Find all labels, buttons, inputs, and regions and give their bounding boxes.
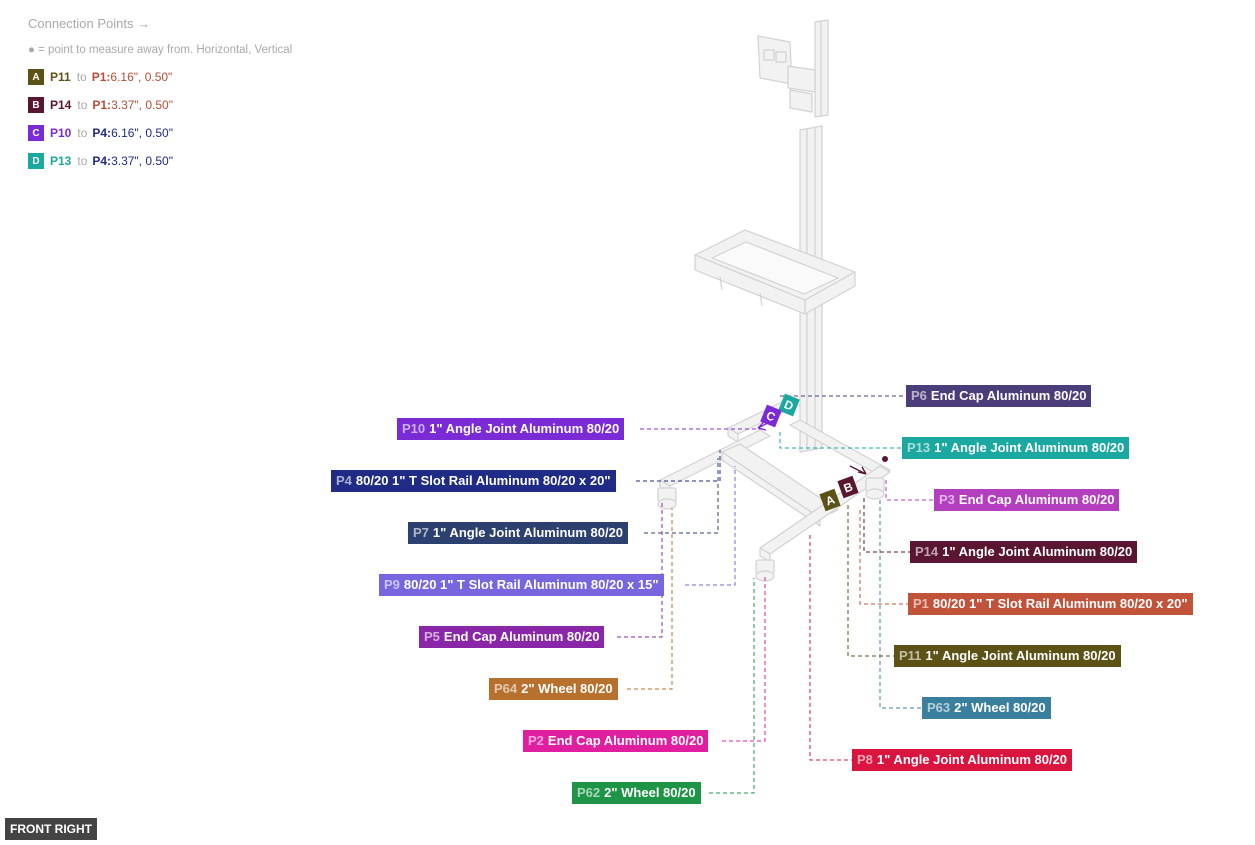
part-id: P4 (336, 473, 352, 488)
part-id: P9 (384, 577, 400, 592)
leader-p11 (847, 505, 894, 657)
leader-p2 (722, 575, 766, 742)
leader-p7 (644, 458, 719, 534)
part-id: P64 (494, 681, 518, 696)
measure-arrow-icon (757, 417, 779, 431)
legend-target-part: P1: (91, 70, 111, 84)
cart-structure (657, 19, 891, 582)
legend-offset-value: 3.37", 0.50" (111, 154, 173, 168)
legend-from-part: P11 (50, 70, 71, 84)
legend-offset-value: 6.16", 0.50" (110, 70, 173, 84)
connection-marker-d[interactable]: D (778, 393, 800, 417)
leader-p1 (859, 510, 908, 605)
leader-p4 (636, 450, 721, 482)
part-name: End Cap Aluminum 80/20 (443, 629, 600, 644)
legend-from-part: P10 (50, 126, 72, 140)
part-id: P6 (911, 388, 927, 403)
leader-p3 (885, 480, 934, 501)
part-name: 1" Angle Joint Aluminum 80/20 (876, 752, 1068, 767)
part-name: 2" Wheel 80/20 (604, 785, 696, 800)
part-id: P3 (939, 492, 955, 507)
leader-p5 (617, 500, 663, 638)
legend-badge: D (28, 153, 44, 169)
leader-p8 (809, 535, 852, 761)
legend-row[interactable]: B P14 to P1:3.37", 0.50" (28, 97, 292, 126)
legend-badge: A (28, 69, 44, 85)
part-id: P10 (402, 421, 426, 436)
part-name: 80/20 1" T Slot Rail Aluminum 80/20 x 15… (403, 577, 659, 592)
part-name: 1" Angle Joint Aluminum 80/20 (942, 544, 1133, 559)
leader-p64 (627, 508, 673, 690)
part-id: P5 (424, 629, 440, 644)
part-name: 80/20 1" T Slot Rail Aluminum 80/20 x 20… (932, 596, 1188, 611)
connection-marker-c[interactable]: C (760, 404, 782, 428)
legend-to-word: to (77, 98, 88, 112)
part-name: 80/20 1" T Slot Rail Aluminum 80/20 x 20… (355, 473, 611, 488)
legend-target-part: P4: (92, 154, 112, 168)
leader-p14 (863, 498, 910, 553)
part-id: P1 (913, 596, 929, 611)
part-name: 2" Wheel 80/20 (521, 681, 613, 696)
legend-offset-value: 3.37", 0.50" (111, 98, 173, 112)
view-orientation-badge[interactable]: FRONT RIGHT (5, 818, 97, 840)
part-name: 2" Wheel 80/20 (954, 700, 1046, 715)
connection-points-legend: Connection Points → ● = point to measure… (28, 16, 292, 182)
legend-title[interactable]: Connection Points → (28, 16, 151, 31)
connection-marker-a[interactable]: A (819, 488, 841, 512)
part-id: P11 (899, 648, 922, 663)
legend-badge: C (28, 125, 44, 141)
legend-offset-value: 6.16", 0.50" (111, 126, 173, 140)
part-name: End Cap Aluminum 80/20 (930, 388, 1087, 403)
legend-from-part: P13 (50, 154, 72, 168)
part-id: P2 (528, 733, 544, 748)
leader-p13 (779, 432, 902, 449)
legend-to-word: to (76, 70, 87, 84)
part-id: P7 (413, 525, 429, 540)
legend-row[interactable]: D P13 to P4:3.37", 0.50" (28, 153, 292, 182)
legend-to-word: to (77, 126, 88, 140)
part-id: P63 (927, 700, 951, 715)
part-name: 1" Angle Joint Aluminum 80/20 (934, 440, 1125, 455)
legend-badge: B (28, 97, 44, 113)
legend-note: ● = point to measure away from. Horizont… (28, 44, 293, 56)
legend-target-part: P4: (92, 126, 112, 140)
part-id: P8 (857, 752, 873, 767)
legend-to-word: to (77, 154, 88, 168)
measure-arrow-icon (849, 465, 867, 475)
part-name: 1" Angle Joint Aluminum 80/20 (432, 525, 624, 540)
leader-p62 (709, 578, 755, 794)
legend-target-part: P1: (92, 98, 112, 112)
part-name: End Cap Aluminum 80/20 (958, 492, 1115, 507)
part-id: P13 (907, 440, 931, 455)
part-id: P14 (915, 544, 939, 559)
legend-row[interactable]: A P11 to P1:6.16", 0.50" (28, 69, 292, 98)
leader-p9 (685, 466, 736, 586)
part-name: 1" Angle Joint Aluminum 80/20 (925, 648, 1116, 663)
connection-marker-b[interactable]: B (837, 475, 859, 499)
legend-row[interactable]: C P10 to P4:6.16", 0.50" (28, 125, 292, 154)
part-name: 1" Angle Joint Aluminum 80/20 (429, 421, 620, 436)
legend-from-part: P14 (50, 98, 72, 112)
measure-origin-dot-icon (882, 456, 888, 462)
part-id: P62 (577, 785, 601, 800)
part-name: End Cap Aluminum 80/20 (547, 733, 704, 748)
